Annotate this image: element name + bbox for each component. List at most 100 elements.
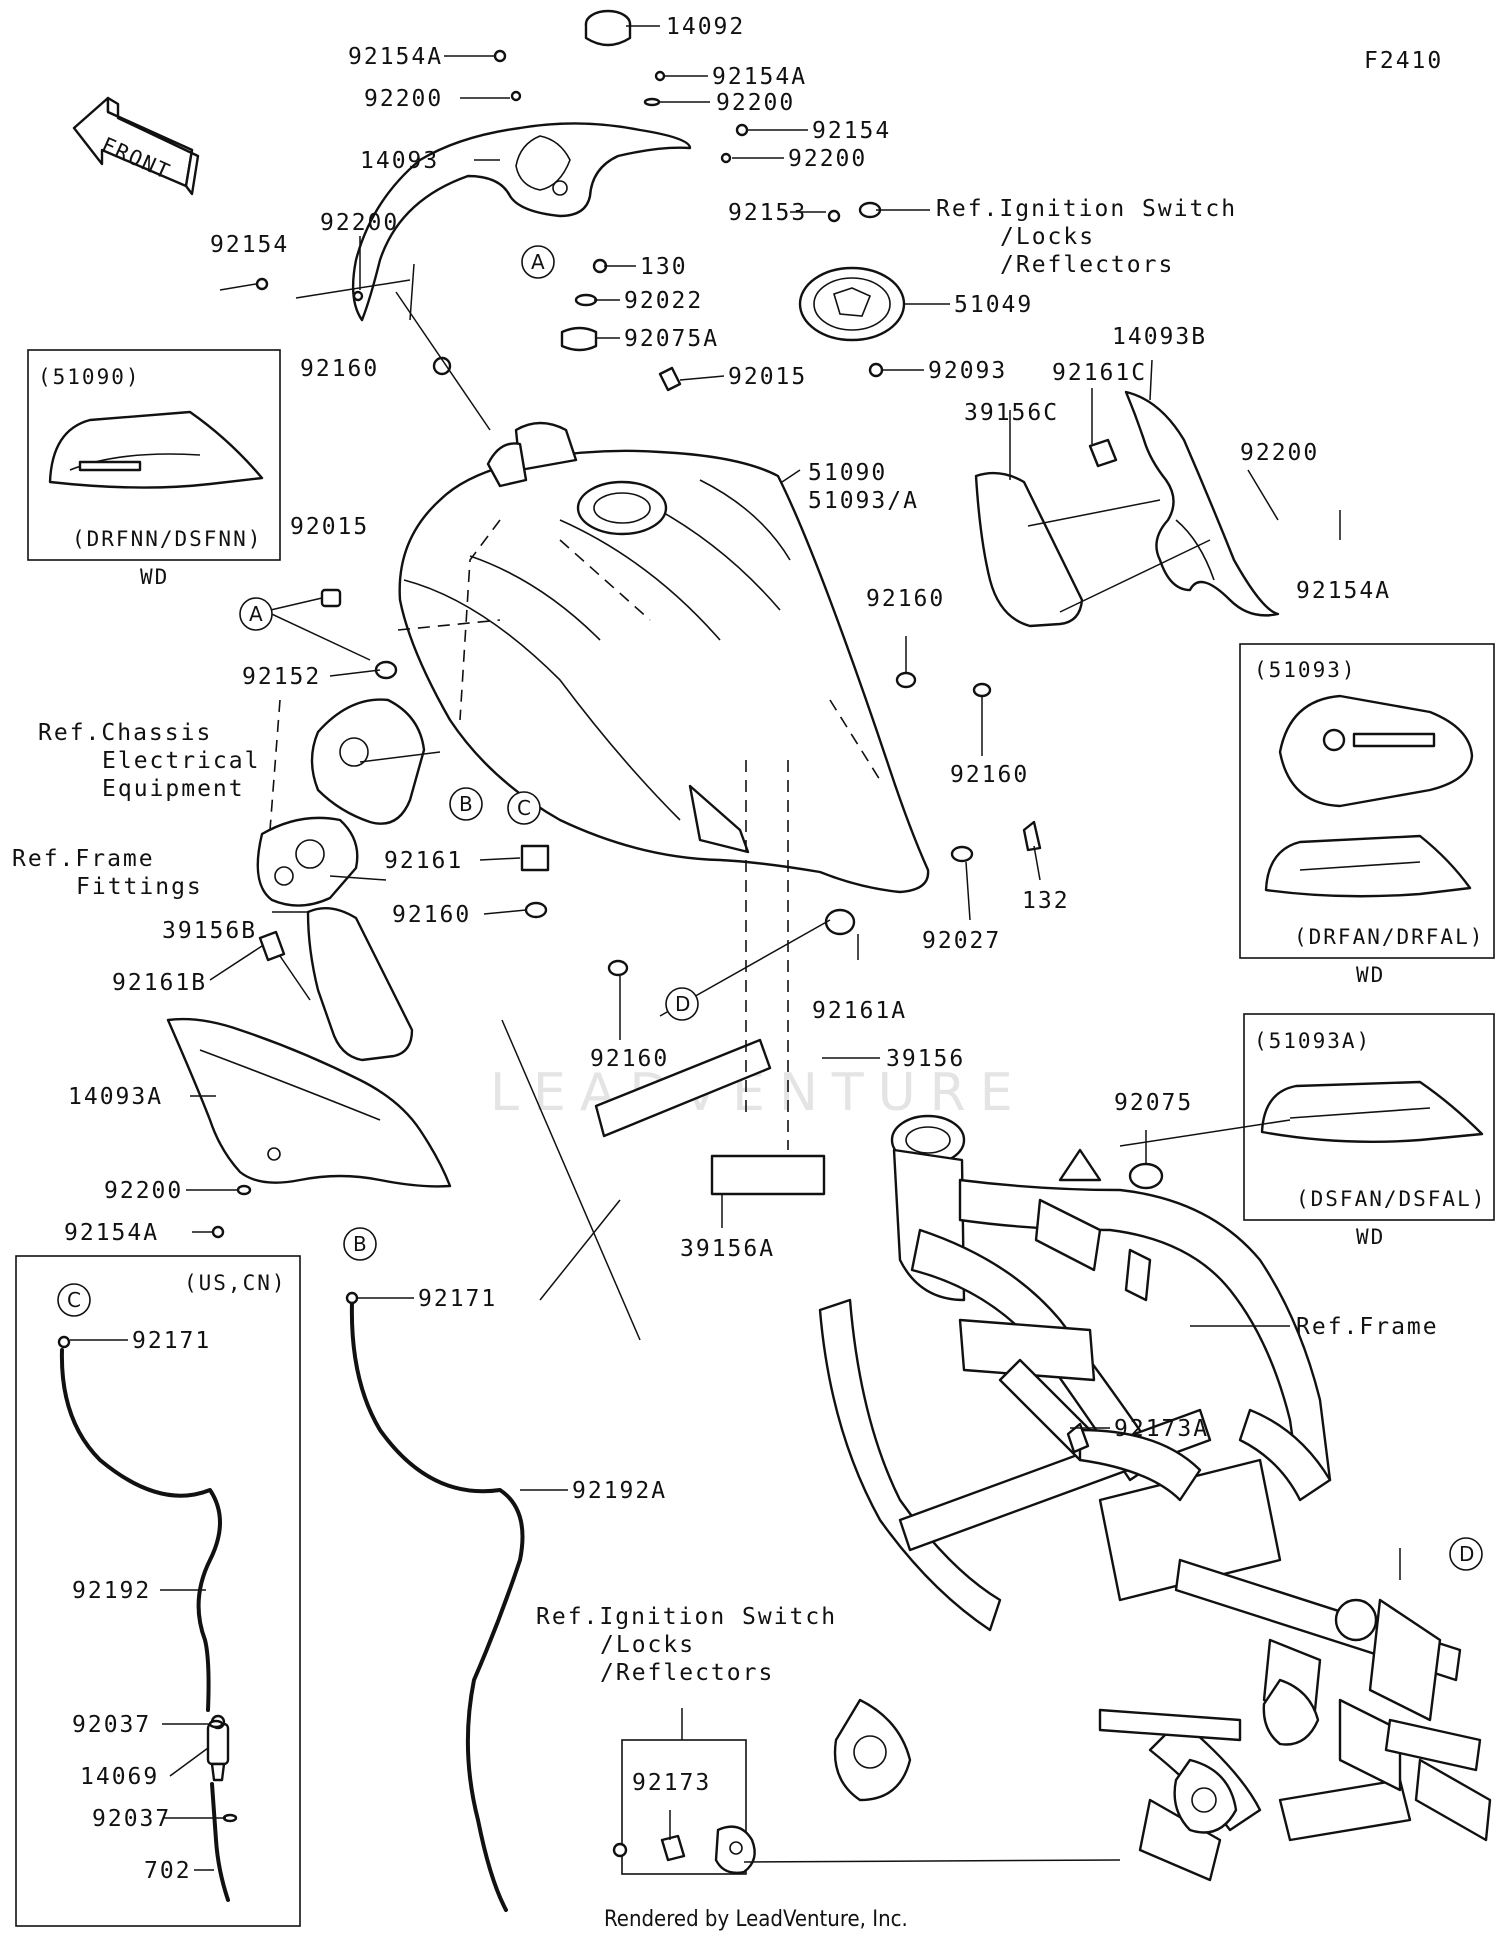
callout-c-hose: C (67, 1288, 81, 1312)
leader-lines (70, 25, 1401, 1871)
pad-39156B-shape (306, 906, 414, 1062)
ref-frame: Ref.Frame (1296, 1314, 1439, 1340)
label-92154A-right: 92154A (1296, 578, 1391, 604)
label-702: 702 (144, 1858, 192, 1884)
label-92160-low: 92160 (392, 902, 471, 928)
label-92015-top: 92015 (728, 364, 807, 390)
callout-d-mid: D (675, 992, 690, 1016)
label-92173: 92173 (632, 1770, 711, 1796)
label-92200-low: 92200 (104, 1178, 183, 1204)
hose-92192-shape (59, 1348, 222, 1712)
inset-region-box (15, 1255, 301, 1927)
cover-14093-shape (351, 122, 692, 322)
label-39156C: 39156C (964, 400, 1059, 426)
label-92075: 92075 (1114, 1090, 1193, 1116)
label-14093: 14093 (360, 148, 439, 174)
label-39156B: 39156B (162, 918, 257, 944)
callout-a-top: A (531, 250, 545, 274)
label-92200-mid: 92200 (716, 90, 795, 116)
label-39156A: 39156A (680, 1236, 775, 1262)
inset-region-title: (US,CN) (184, 1271, 287, 1295)
label-92161B: 92161B (112, 970, 207, 996)
label-92161C: 92161C (1052, 360, 1147, 386)
label-92154A-mid: 92154A (712, 64, 807, 90)
pad-39156C-shape (974, 471, 1084, 628)
ref-ignition-bottom-line1: Ref.Ignition Switch (536, 1604, 837, 1630)
hose-702-shape (210, 1782, 230, 1902)
label-92160-bottom: 92160 (590, 1046, 669, 1072)
label-92192: 92192 (72, 1578, 151, 1604)
label-92075A: 92075A (624, 326, 719, 352)
inset-51090-variant: (DRFNN/DSFNN) (72, 527, 262, 551)
label-92093: 92093 (928, 358, 1007, 384)
label-92037-a: 92037 (72, 1712, 151, 1738)
cover-14093B-shape (1124, 390, 1280, 617)
footer-credit: Rendered by LeadVenture, Inc. (604, 1907, 908, 1932)
label-92173A: 92173A (1114, 1416, 1209, 1442)
label-92160-mid: 92160 (866, 586, 945, 612)
damper-92161C-shape (1088, 438, 1118, 468)
label-130: 130 (640, 254, 688, 280)
fastener-icons-top (255, 49, 884, 392)
label-132: 132 (1022, 888, 1070, 914)
damper-92161B-shape (258, 930, 286, 962)
inset-51093A-box (1243, 1013, 1495, 1221)
inset-51093A-title: (51093A) (1254, 1029, 1371, 1053)
frame-fittings-bracket-shape (256, 816, 359, 907)
label-92192A: 92192A (572, 1478, 667, 1504)
label-92200-left: 92200 (320, 210, 399, 236)
label-92160-top: 92160 (300, 356, 379, 382)
label-14092: 14092 (666, 14, 745, 40)
label-51049: 51049 (954, 292, 1033, 318)
label-14093A: 14093A (68, 1084, 163, 1110)
hose-92192A-shape (349, 1300, 525, 1912)
label-92200-right: 92200 (1240, 440, 1319, 466)
inset-51093-title: (51093) (1254, 658, 1357, 682)
frame-shape (818, 1114, 1492, 1882)
ref-chassis-line2: Electrical (102, 748, 260, 774)
label-92154-left: 92154 (210, 232, 289, 258)
inset-51093A-variant: (DSFAN/DSFAL) (1296, 1187, 1486, 1211)
hose-clip-icons (57, 1291, 359, 1823)
label-92152: 92152 (242, 664, 321, 690)
chassis-plate-hole (339, 737, 369, 767)
inset-51090-box (27, 349, 281, 561)
ignition-switch-92173-shape (612, 1825, 756, 1874)
callout-a-left: A (249, 602, 263, 626)
callout-c-tank: C (517, 796, 531, 820)
label-92160-right: 92160 (950, 762, 1029, 788)
label-92153: 92153 (728, 200, 807, 226)
ref-ignition-top-line3: /Reflectors (1000, 252, 1174, 278)
dashed-guide-lines (269, 619, 789, 1150)
ref-ignition-bottom-line3: /Reflectors (600, 1660, 774, 1686)
callout-b-hose: B (353, 1232, 367, 1256)
callout-circles (57, 245, 1483, 1571)
inset-51093-note: WD (1356, 963, 1385, 987)
label-92200-top: 92200 (364, 86, 443, 112)
label-14069: 14069 (80, 1764, 159, 1790)
inset-51093-variant: (DRFAN/DRFAL) (1294, 925, 1484, 949)
ref-chassis-line3: Equipment (102, 776, 245, 802)
label-39156: 39156 (886, 1046, 965, 1072)
fuel-cap-51049-shape (798, 266, 906, 342)
label-92171-c: 92171 (132, 1328, 211, 1354)
label-51093A: 51093/A (808, 488, 919, 514)
label-92171-b: 92171 (418, 1286, 497, 1312)
cap-14092-shape (584, 9, 632, 47)
inset-51090-tank-illustration (48, 410, 264, 489)
callout-d-frame: D (1459, 1542, 1474, 1566)
fuel-tank-51090-shape (398, 421, 930, 894)
inset-51093A-tank-illustration (1260, 1080, 1484, 1143)
inset-51090-title: (51090) (38, 365, 141, 389)
label-92027: 92027 (922, 928, 1001, 954)
label-92154A-top: 92154A (348, 44, 443, 70)
label-92154A-low: 92154A (64, 1220, 159, 1246)
ref-ignition-bottom-line2: /Locks (600, 1632, 695, 1658)
label-92022: 92022 (624, 288, 703, 314)
ref-frame-fittings-line2: Fittings (76, 874, 203, 900)
inset-51093A-note: WD (1356, 1225, 1385, 1249)
front-arrow-icon (72, 96, 200, 196)
label-92154-mid: 92154 (812, 118, 891, 144)
